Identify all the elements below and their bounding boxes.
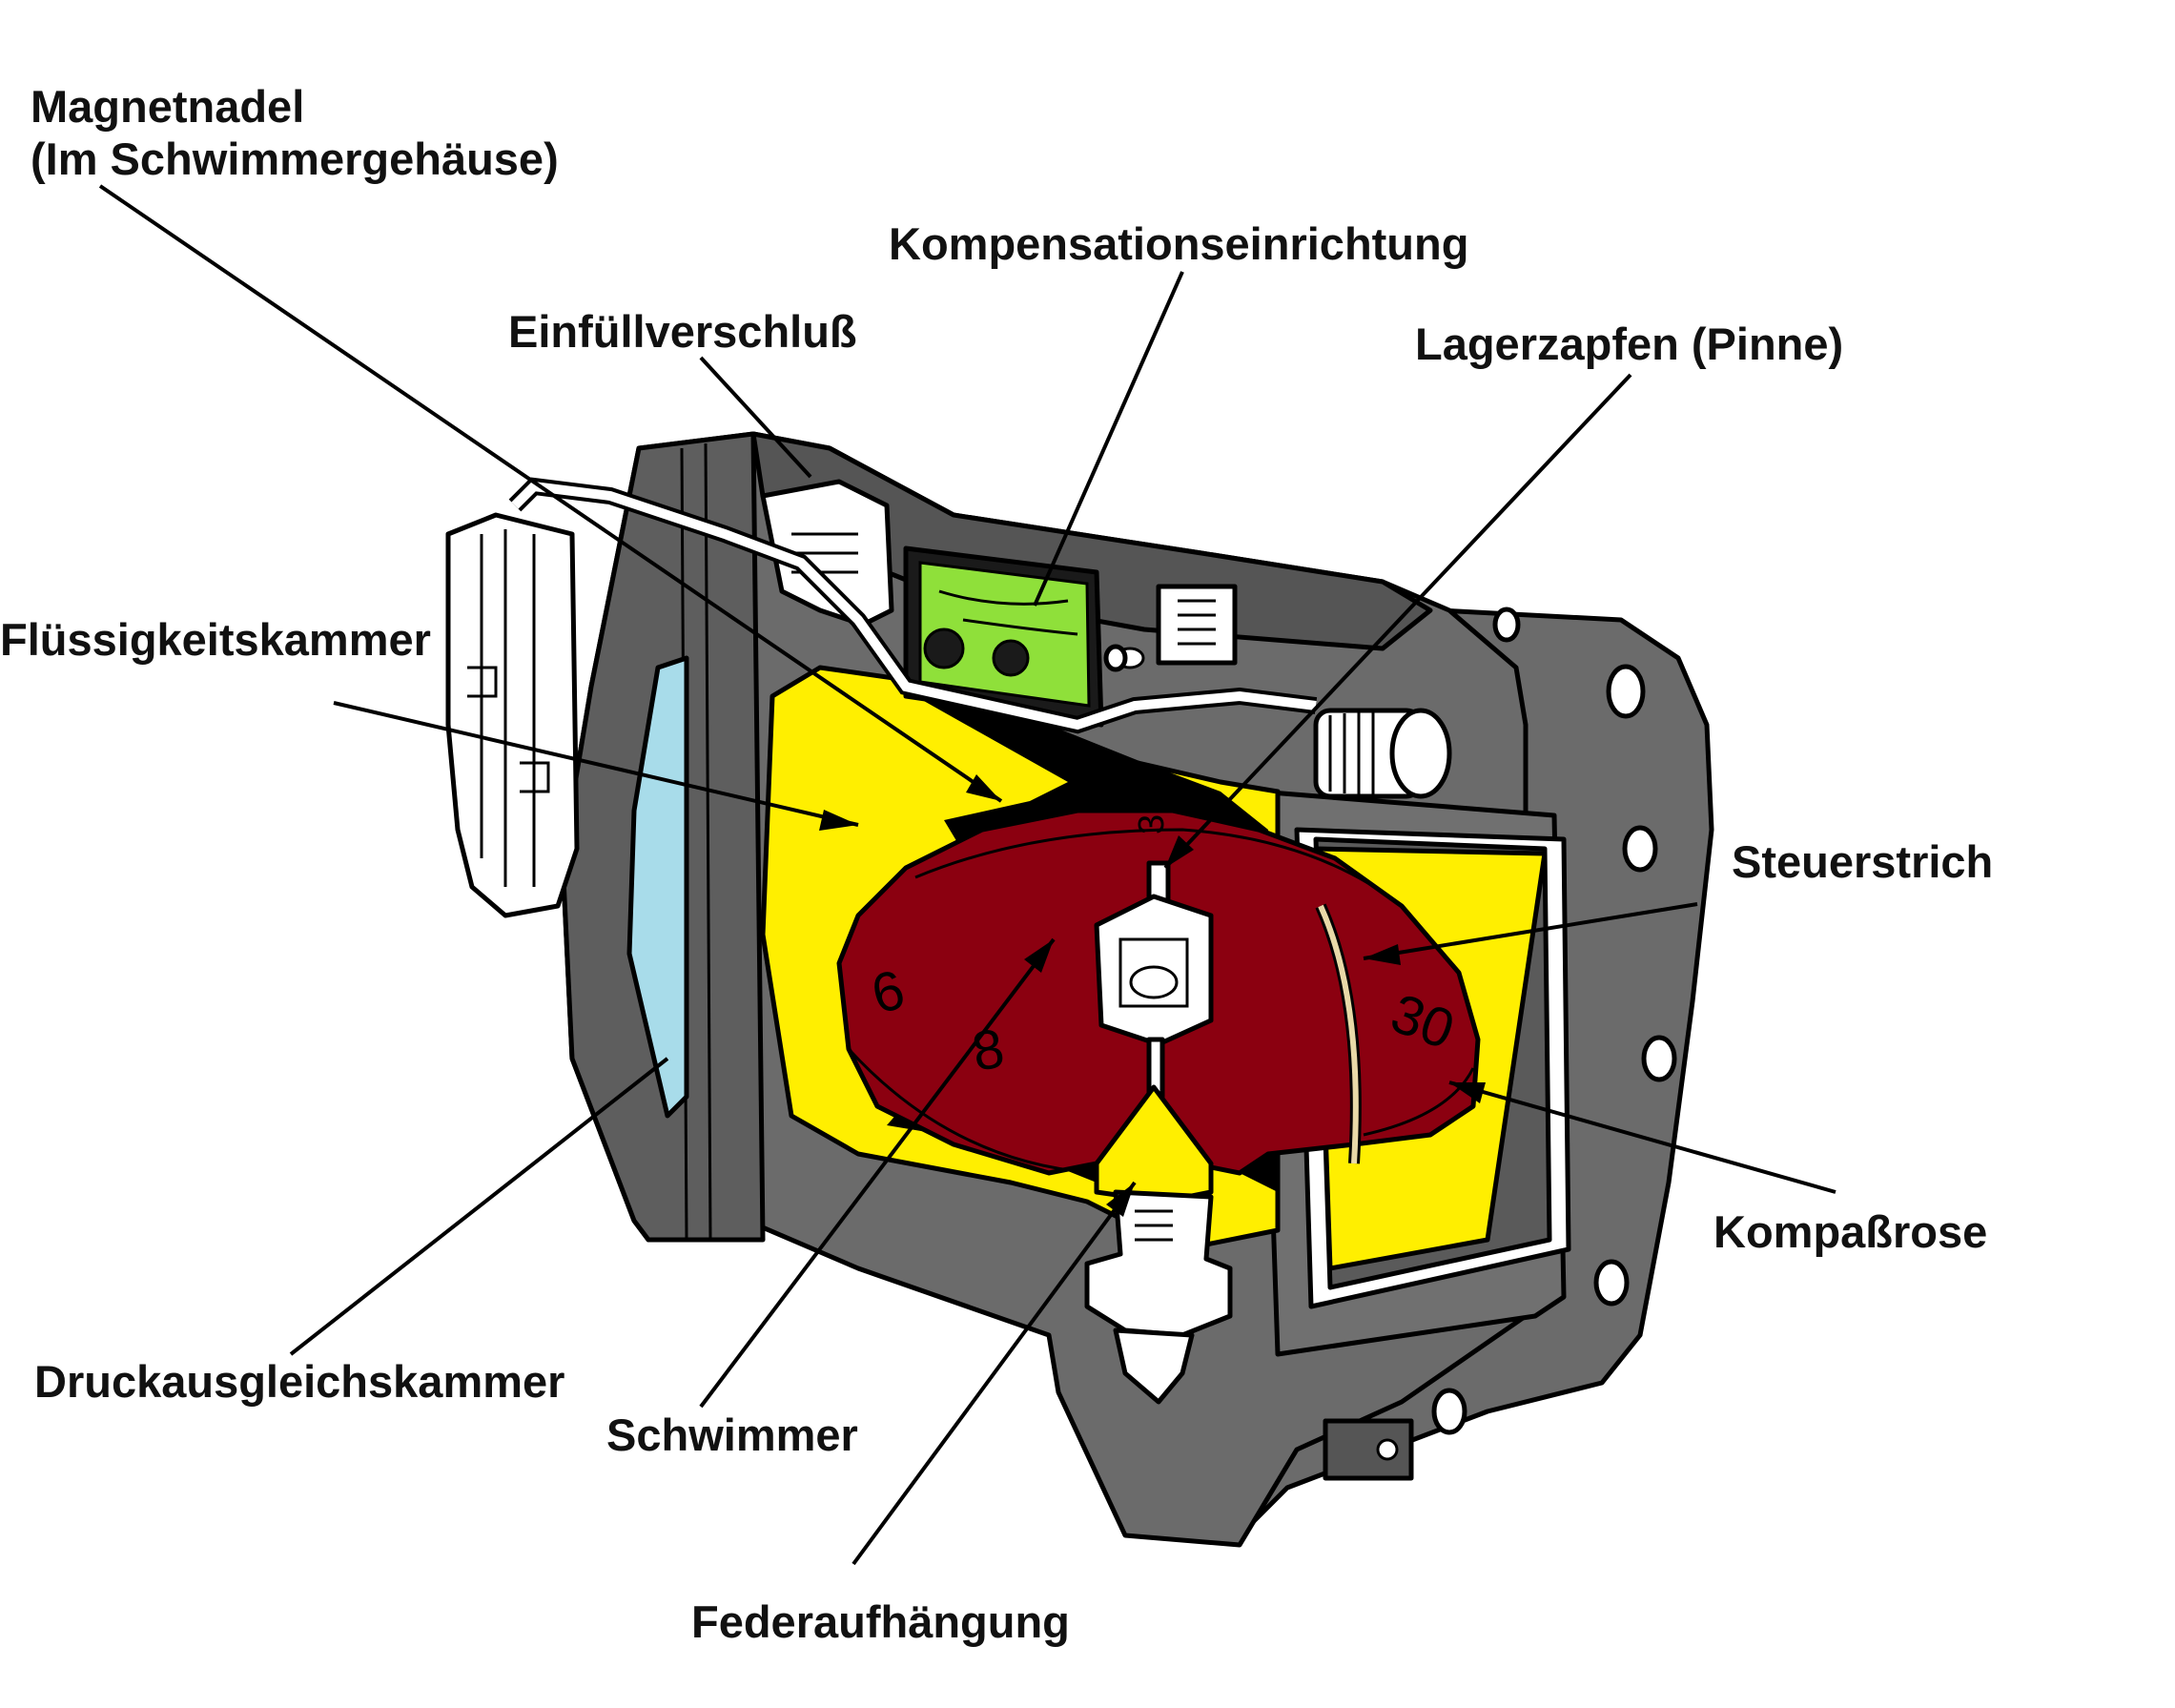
label-einfuellverschluss: Einfüllverschluß — [508, 306, 857, 357]
label-schwimmer: Schwimmer — [606, 1410, 858, 1460]
bolt-hole — [1431, 1388, 1467, 1435]
pointer-kompassrose — [1448, 1080, 1836, 1194]
external-tube — [445, 512, 580, 918]
bolt-hole — [1492, 607, 1521, 643]
pointer-fluessigkeit — [333, 701, 859, 827]
arrowhead-magnetnadel — [966, 774, 1001, 801]
pointer-lines — [98, 184, 1836, 1566]
label-kompensationseinrichtung: Kompensationseinrichtung — [889, 218, 1468, 269]
label-kompassrose: Kompaßrose — [1713, 1206, 1987, 1257]
pointer-lagerzapfen — [1163, 373, 1632, 870]
label-steuerstrich: Steuerstrich — [1732, 836, 1993, 887]
bolt-hole — [1641, 1035, 1677, 1082]
label-federaufhaengung: Federaufhängung — [691, 1596, 1070, 1647]
pointer-druckausgleich — [289, 1057, 669, 1356]
labels: Magnetnadel (Im Schwimmergehäuse) Kompen… — [0, 81, 1993, 1647]
top-parts — [760, 479, 1452, 799]
glass-chamber — [626, 655, 689, 1119]
pointer-schwimmer — [699, 937, 1056, 1409]
pointer-federaufhaengung — [852, 1181, 1137, 1566]
arrowhead-steuerstrich — [1364, 944, 1401, 965]
card-mark-3: 3 — [1132, 814, 1172, 834]
left-side-parts — [445, 477, 1318, 1119]
bolt-hole — [1606, 664, 1646, 719]
label-fluessigkeitskammer: Flüssigkeitskammer — [0, 614, 431, 665]
pointer-kompensation — [1033, 271, 1184, 607]
bolt-hole — [1103, 644, 1128, 672]
label-magnetnadel: Magnetnadel — [31, 81, 304, 132]
pointer-steuerstrich — [1363, 902, 1698, 960]
arrowhead-schwimmer — [1024, 939, 1054, 973]
bolt-hole — [1622, 825, 1658, 873]
label-magnetnadel-sub: (Im Schwimmergehäuse) — [31, 134, 559, 184]
adjusting-knob — [1313, 708, 1452, 799]
pointer-einfuell — [699, 356, 812, 479]
arrowhead-lagerzapfen — [1165, 835, 1194, 868]
arrowhead-kompassrose — [1449, 1082, 1486, 1103]
bolt-hole — [1593, 1259, 1630, 1307]
lubber-line-and-bolts — [1103, 607, 1677, 1481]
float-assembly — [1084, 860, 1233, 1405]
arrowhead-fluessigkeit — [819, 810, 858, 831]
label-druckausgleichskammer: Druckausgleichskammer — [34, 1356, 564, 1407]
label-lagerzapfen: Lagerzapfen (Pinne) — [1415, 319, 1843, 369]
arrowhead-federaufhaengung — [1106, 1183, 1135, 1217]
pointer-magnetnadel — [98, 184, 1003, 803]
